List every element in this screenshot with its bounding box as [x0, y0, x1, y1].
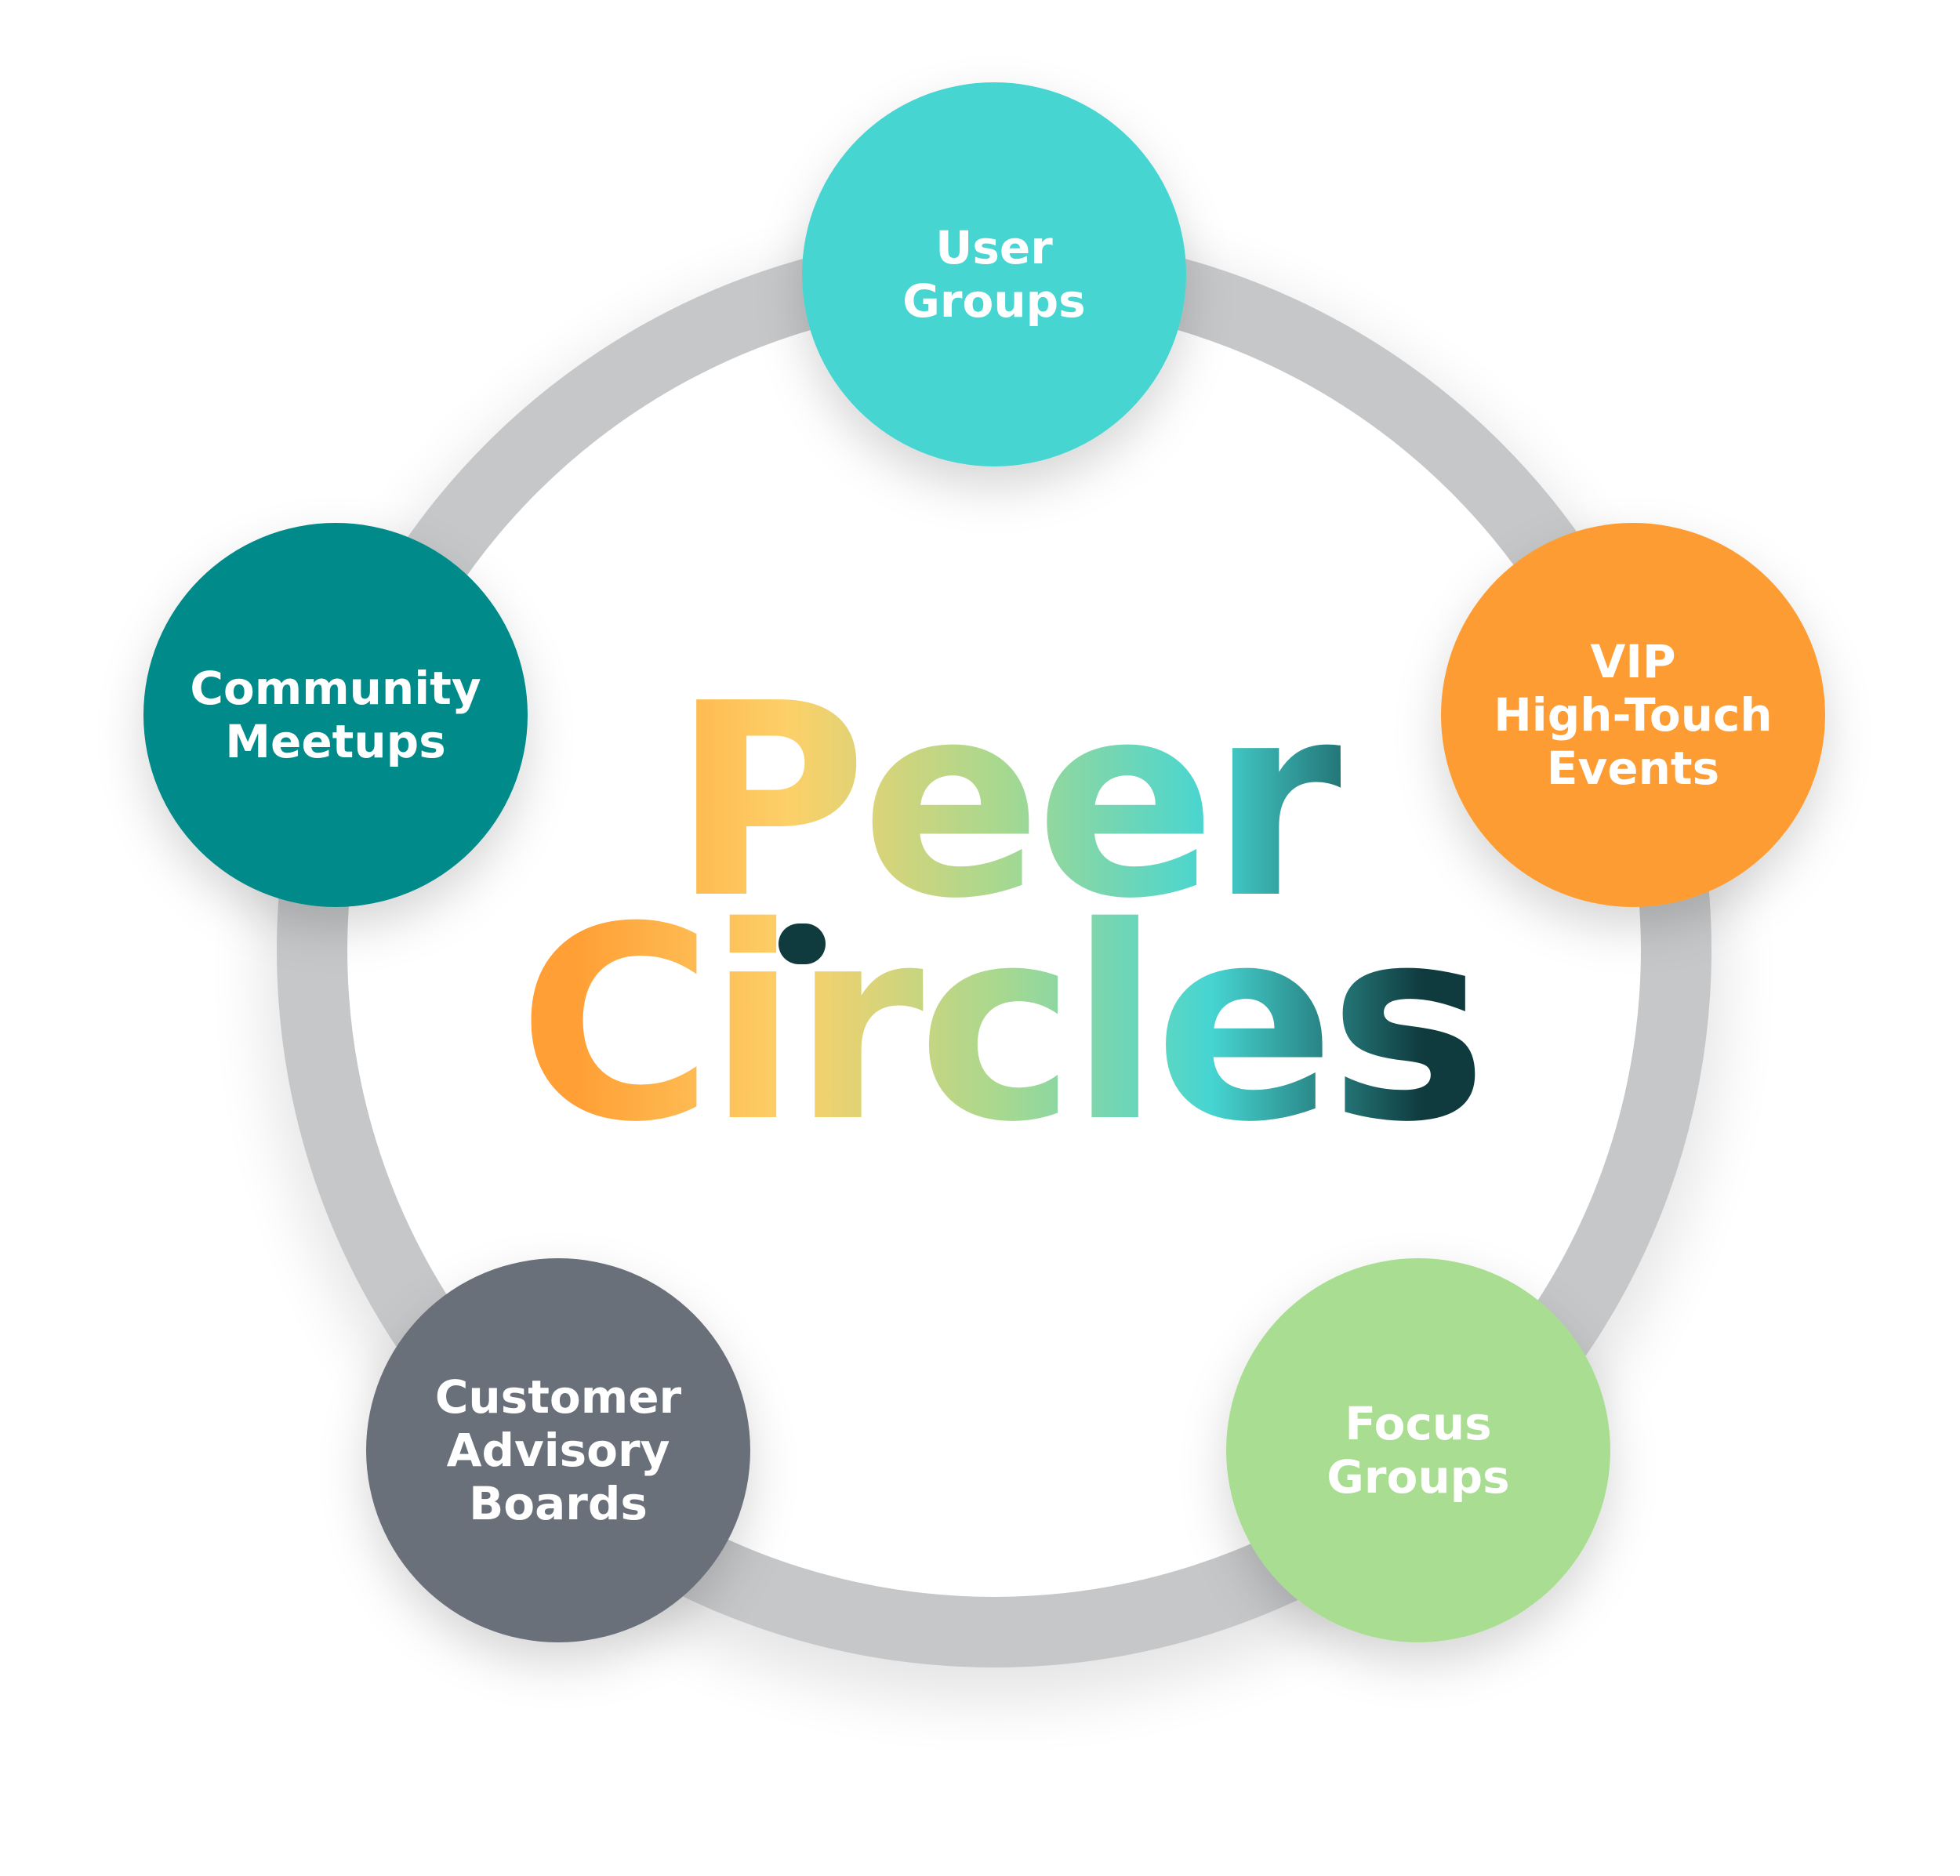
- inner-disc: [347, 303, 1641, 1597]
- i-dot-accent: [779, 923, 826, 964]
- title-line-2: Circles: [518, 870, 1482, 1181]
- node-circle-focus-groups: [1226, 1258, 1610, 1642]
- node-label-user-groups-line-2: Groups: [902, 274, 1085, 328]
- center-title: Peer Circles: [518, 647, 1488, 1181]
- node-label-customer-advisory-boards-line-2: Advisory: [447, 1424, 670, 1477]
- node-label-vip-high-touch-events-line-2: High-Touch: [1494, 688, 1772, 742]
- nodes-layer: UserGroupsVIPHigh-TouchEventsFocusGroups…: [143, 82, 1825, 1642]
- title-line-1: Peer: [672, 647, 1343, 957]
- node-circle-user-groups: [802, 82, 1186, 466]
- node-label-vip-high-touch-events-line-1: VIP: [1591, 635, 1676, 688]
- node-label-community-meetups-line-1: Community: [190, 662, 481, 715]
- node-label-vip-high-touch-events-line-3: Events: [1547, 742, 1719, 795]
- node-label-community-meetups-line-2: Meetups: [225, 715, 445, 768]
- node-label-user-groups-line-1: User: [935, 221, 1053, 274]
- node-circle-customer-advisory-boards: [366, 1258, 750, 1642]
- node-circle-community-meetups: [143, 523, 528, 907]
- node-label-focus-groups-line-1: Focus: [1345, 1397, 1491, 1450]
- node-label-customer-advisory-boards-line-3: Boards: [469, 1477, 648, 1530]
- node-label-customer-advisory-boards-line-1: Customer: [435, 1370, 682, 1424]
- node-label-focus-groups-line-2: Groups: [1327, 1450, 1509, 1504]
- node-circle-vip-high-touch-events: [1441, 523, 1825, 907]
